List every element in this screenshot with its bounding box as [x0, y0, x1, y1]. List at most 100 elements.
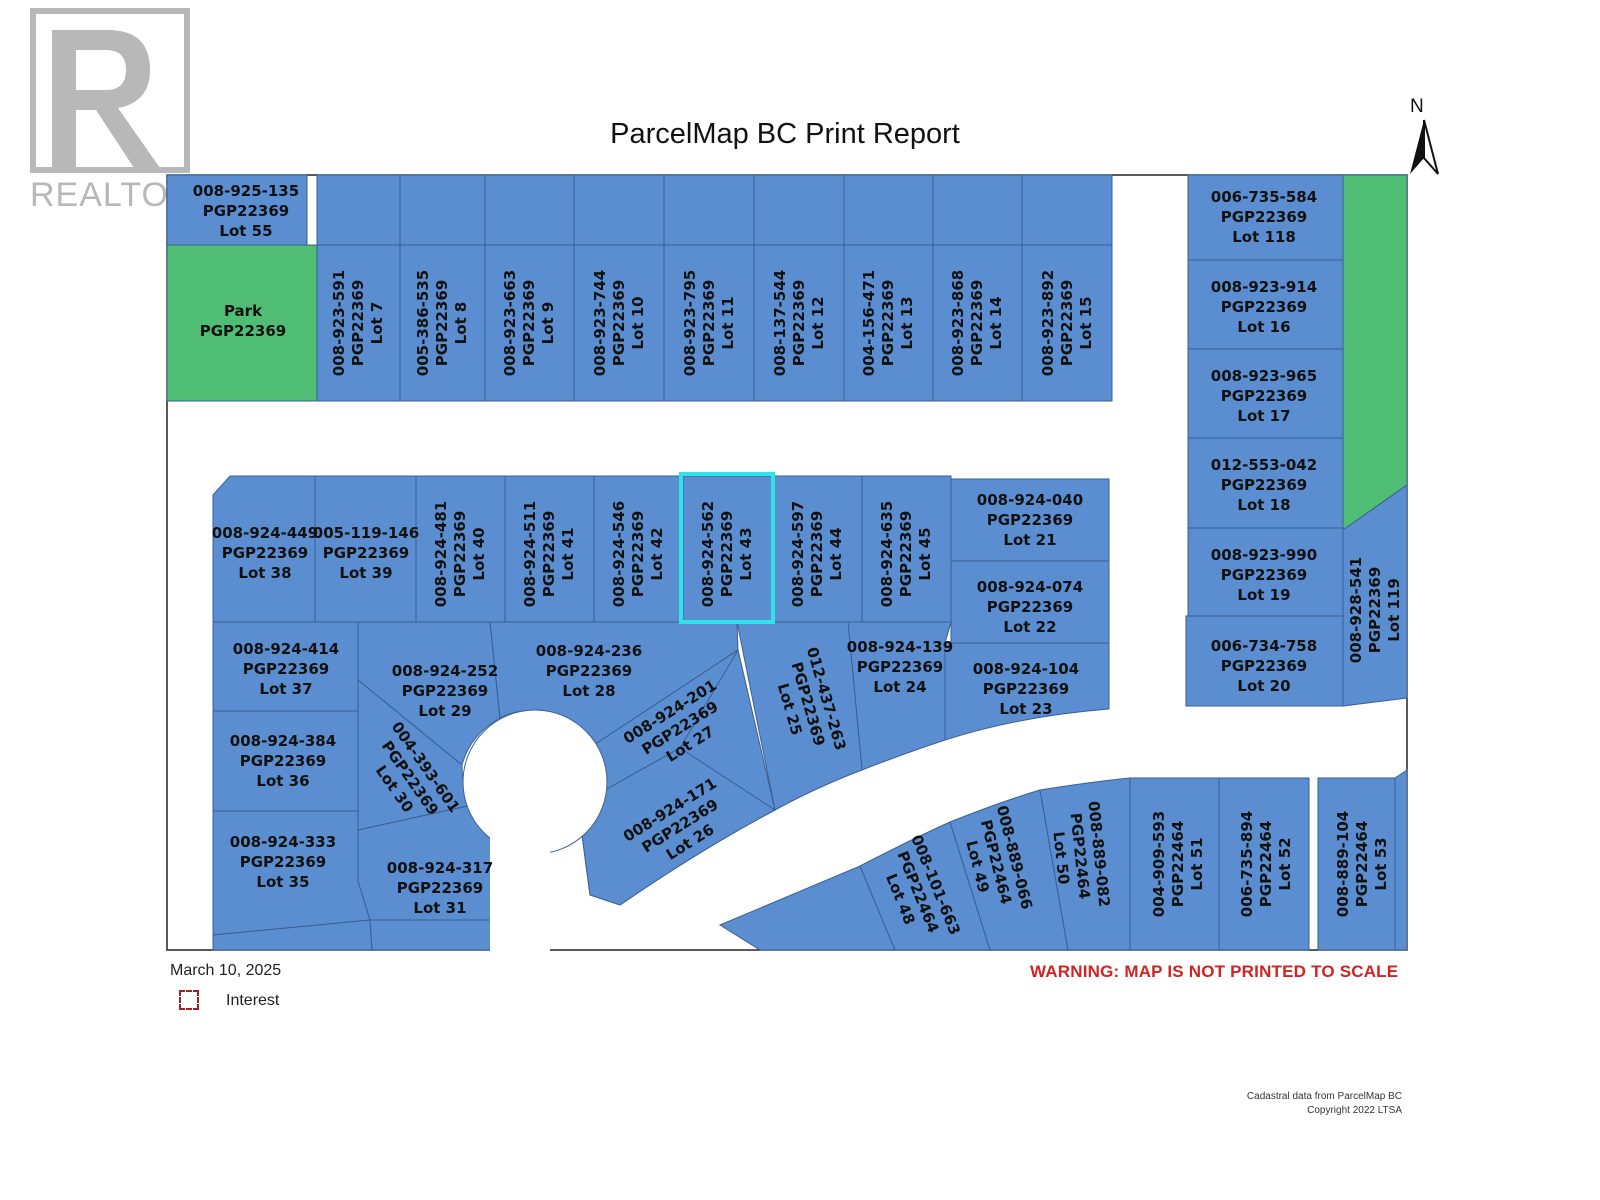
parcel-label: PGP22369 — [983, 680, 1069, 698]
parcel-label: Lot 40 — [470, 527, 488, 580]
parcel-label: Lot 37 — [259, 680, 312, 698]
north-label: N — [1410, 96, 1424, 117]
parcel-lot15 — [1021, 244, 1113, 402]
parcel-label: 008-924-546 — [610, 501, 628, 607]
parcel-label: 008-923-795 — [681, 270, 699, 376]
parcel-lot7 — [316, 244, 401, 402]
parcel-label: 008-923-744 — [591, 270, 609, 376]
parcel-label: PGP22369 — [629, 511, 647, 597]
parcel-lot119 — [1342, 484, 1408, 707]
parcel-label: 006-734-758 — [1211, 637, 1317, 655]
parcel-lot36 — [212, 710, 359, 812]
parcel-label: PGP22369 — [1366, 567, 1384, 653]
parcel-lot21 — [950, 478, 1110, 562]
parcel-lot14 — [932, 244, 1023, 402]
parcel-label: 008-924-597 — [789, 501, 807, 607]
parcel-label: Lot 28 — [562, 682, 615, 700]
parcel-label: Lot 10 — [629, 296, 647, 349]
parcel-label: PGP22369 — [1221, 298, 1307, 316]
parcel-label: Lot 118 — [1232, 228, 1296, 246]
parcel-lot9 — [484, 244, 575, 402]
parcel-lot16 — [1187, 259, 1344, 350]
legend-label: Interest — [226, 992, 280, 1009]
parcel-label: 008-924-317 — [387, 859, 493, 877]
parcel-label: 008-889-104 — [1334, 811, 1352, 917]
parcel-label: Lot 24 — [873, 678, 926, 696]
parcel-label: PGP22369 — [968, 280, 986, 366]
parcel-label: 008-924-040 — [977, 491, 1083, 509]
parcel-label: Lot 45 — [916, 527, 934, 580]
parcel-label: 008-923-663 — [501, 270, 519, 376]
parcel-label: 008-923-990 — [1211, 546, 1317, 564]
parcel-label: Lot 42 — [648, 527, 666, 580]
parcel-label: 008-924-104 — [973, 660, 1079, 678]
parcel-label: PGP22369 — [240, 853, 326, 871]
parcel-label: 008-928-541 — [1347, 557, 1365, 663]
realtor-logo-icon — [30, 8, 190, 173]
parcel-label: PGP22464 — [1353, 821, 1371, 907]
report-title: ParcelMap BC Print Report — [610, 118, 960, 150]
parcel-label: Lot 36 — [256, 772, 309, 790]
parcel-lot20 — [1185, 615, 1344, 707]
parcel-lot118 — [1187, 174, 1344, 261]
north-arrow-icon — [1410, 119, 1439, 175]
parcel-label: PGP22369 — [610, 280, 628, 366]
parcel-label: PGP22464 — [1169, 821, 1187, 907]
parcel-label: Lot 52 — [1276, 837, 1294, 890]
parcel-lot19 — [1187, 527, 1344, 617]
parcel-lot12 — [753, 244, 845, 402]
parcel-label: 004-156-471 — [860, 270, 878, 376]
lot55-plan: PGP22369 — [203, 202, 289, 220]
parcel-label: Lot 35 — [256, 873, 309, 891]
parcel-label: 008-923-965 — [1211, 367, 1317, 385]
parcel-shape — [573, 174, 665, 246]
parcel-label: PGP22369 — [700, 280, 718, 366]
parcel-label: 008-924-252 — [392, 662, 498, 680]
parcel-lot25 — [736, 621, 863, 811]
parcel-label: PGP22369 — [1221, 476, 1307, 494]
subject-lot-highlight — [679, 472, 775, 624]
parcel-label: PGP22369 — [718, 511, 736, 597]
parcel-label: Lot 17 — [1237, 407, 1290, 425]
parcel-label: 008-923-914 — [1211, 278, 1317, 296]
parcel-label: Lot 8 — [452, 302, 470, 345]
parcel-label: Lot 29 — [418, 702, 471, 720]
parcel-label: Lot 39 — [339, 564, 392, 582]
scale-warning: WARNING: MAP IS NOT PRINTED TO SCALE — [1030, 962, 1399, 981]
parcel-label: 008-924-384 — [230, 732, 336, 750]
parcel-label: PGP22369 — [1221, 208, 1307, 226]
parcel-label: PGP22369 — [879, 280, 897, 366]
parcel-lot24 — [847, 621, 952, 771]
park-plan: PGP22369 — [200, 322, 286, 340]
parcel-label: PGP22369 — [790, 280, 808, 366]
parcel-label: 008-924-511 — [521, 501, 539, 607]
parcel-lot42 — [593, 475, 684, 623]
parcel-label-group — [166, 174, 1408, 952]
parcel-label: Lot 14 — [987, 296, 1005, 349]
parcel-label: PGP22369 — [857, 658, 943, 676]
parcel-label: 008-924-333 — [230, 833, 336, 851]
parcel-lot18 — [1187, 437, 1344, 529]
parcel-label: 008-923-868 — [949, 270, 967, 376]
parcel-lot8 — [399, 244, 486, 402]
parcel-label: 008-924-449 — [212, 524, 318, 542]
parcel-label: 008-924-074 — [977, 578, 1083, 596]
parcel-label: PGP22369 — [540, 511, 558, 597]
parcel-lot55 — [166, 174, 308, 246]
parcel-label: PGP22369 — [1221, 657, 1307, 675]
parcel-lot11 — [663, 244, 755, 402]
credit-line-2: Copyright 2022 LTSA — [1307, 1105, 1402, 1116]
